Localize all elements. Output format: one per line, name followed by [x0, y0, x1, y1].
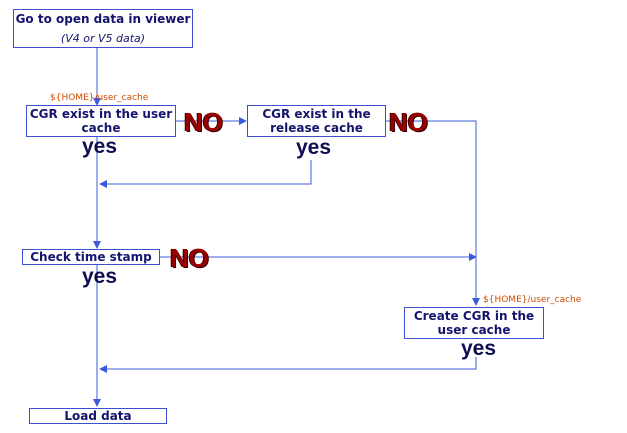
- box-create-cgr-label: Create CGR in the user cache: [413, 309, 535, 337]
- yes-label-create-cgr: yes: [461, 337, 497, 360]
- path-user-cache-top: ${HOME}/user_cache: [50, 93, 149, 103]
- box-timestamp-label: Check time stamp: [30, 250, 152, 264]
- box-user-cache: CGR exist in the user cache: [26, 105, 176, 137]
- no-label-release-cache: NO: [389, 107, 428, 137]
- arrow-release-to-create: [386, 120, 480, 306]
- box-create-cgr: Create CGR in the user cache: [404, 307, 544, 339]
- box-open-viewer: Go to open data in viewer (V4 or V5 data…: [13, 9, 193, 48]
- box-open-viewer-label: Go to open data in viewer: [15, 11, 191, 26]
- box-timestamp: Check time stamp: [22, 249, 160, 265]
- box-user-cache-label: CGR exist in the user cache: [29, 107, 173, 135]
- box-open-viewer-sub: (V4 or V5 data): [60, 31, 146, 45]
- box-release-cache-label: CGR exist in the release cache: [262, 107, 371, 135]
- yes-label-user-cache: yes: [82, 135, 118, 158]
- no-label-timestamp: NO: [170, 243, 209, 273]
- path-user-cache-create: ${HOME}/user_cache: [483, 295, 582, 305]
- arrow-create-yes-merge: [99, 357, 477, 373]
- box-load-data-label: Load data: [64, 409, 132, 423]
- box-release-cache: CGR exist in the release cache: [247, 105, 386, 137]
- no-label-user-cache: NO: [184, 107, 223, 137]
- yes-label-timestamp: yes: [82, 265, 118, 288]
- yes-label-release-cache: yes: [296, 136, 332, 159]
- arrow-release-yes-merge: [99, 160, 312, 188]
- box-load-data: Load data: [29, 408, 167, 424]
